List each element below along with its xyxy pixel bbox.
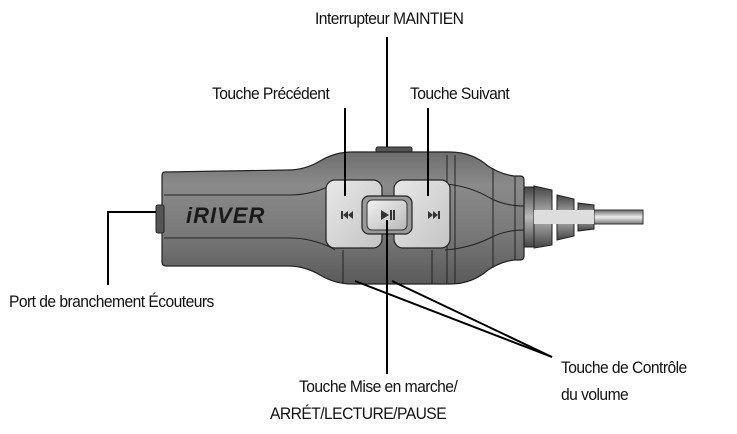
cable: [589, 209, 644, 225]
play-pause-icon: [381, 210, 395, 220]
brand-logo: iRIVER: [186, 203, 265, 228]
earphone-port[interactable]: [155, 204, 165, 234]
label-prev-button: Touche Précédent: [212, 84, 330, 103]
prev-icon: [341, 211, 353, 219]
label-earphone-port: Port de branchement Écouteurs: [9, 292, 214, 311]
label-power-play-line1: Touche Mise en marche/: [299, 377, 458, 396]
leader-lines: [107, 37, 553, 374]
label-power-play-line2: ARRÉT/LECTURE/PAUSE: [270, 404, 447, 423]
strain-relief: [522, 185, 595, 249]
next-icon: [428, 211, 440, 219]
label-next-button: Touche Suivant: [410, 84, 510, 103]
button-cluster: [325, 179, 451, 249]
label-volume-line1: Touche de Contrôle: [561, 358, 687, 377]
label-hold-switch: Interrupteur MAINTIEN: [315, 9, 464, 28]
label-volume-line2: du volume: [561, 385, 629, 404]
